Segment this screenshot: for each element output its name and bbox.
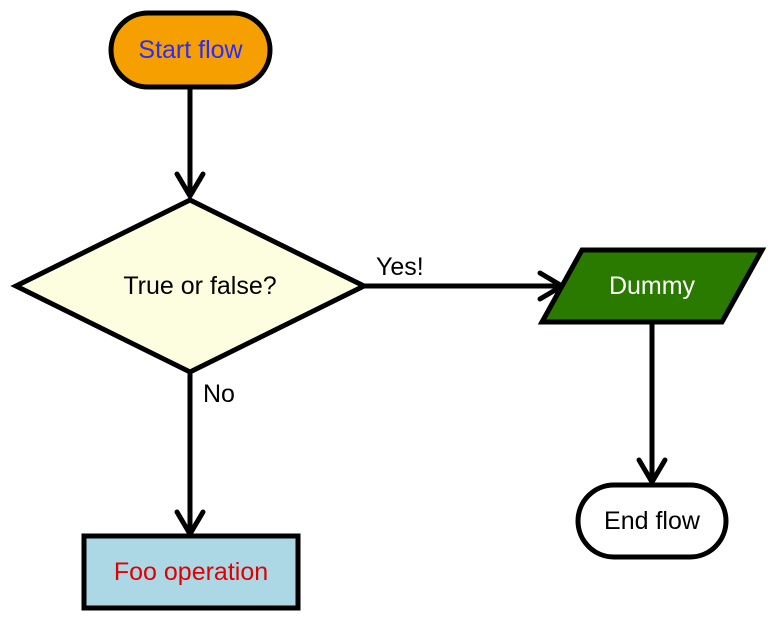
edge-label-no: No [203, 380, 235, 408]
edge-start-to-decision [174, 88, 206, 199]
node-start-flow[interactable]: Start flow [108, 10, 273, 90]
start-terminal-shape [108, 10, 273, 90]
dummy-parallelogram-shape [537, 247, 767, 325]
end-flow-label: End flow [604, 507, 701, 535]
node-end-flow[interactable]: End flow [575, 482, 729, 560]
decision-diamond-shape [10, 197, 370, 375]
node-dummy[interactable]: Dummy [537, 247, 767, 325]
foo-operation-label: Foo operation [114, 558, 268, 586]
edge-label-yes: Yes! [376, 253, 424, 281]
edge-decision-to-foo [174, 372, 206, 537]
start-flow-label: Start flow [138, 36, 243, 64]
node-decision[interactable]: True or false? [10, 197, 370, 375]
dummy-label: Dummy [609, 272, 696, 300]
decision-label: True or false? [123, 272, 276, 300]
node-foo-operation[interactable]: Foo operation [81, 533, 301, 611]
edge-dummy-to-end [636, 323, 668, 485]
foo-process-shape [81, 533, 301, 611]
end-terminal-shape [575, 482, 729, 560]
